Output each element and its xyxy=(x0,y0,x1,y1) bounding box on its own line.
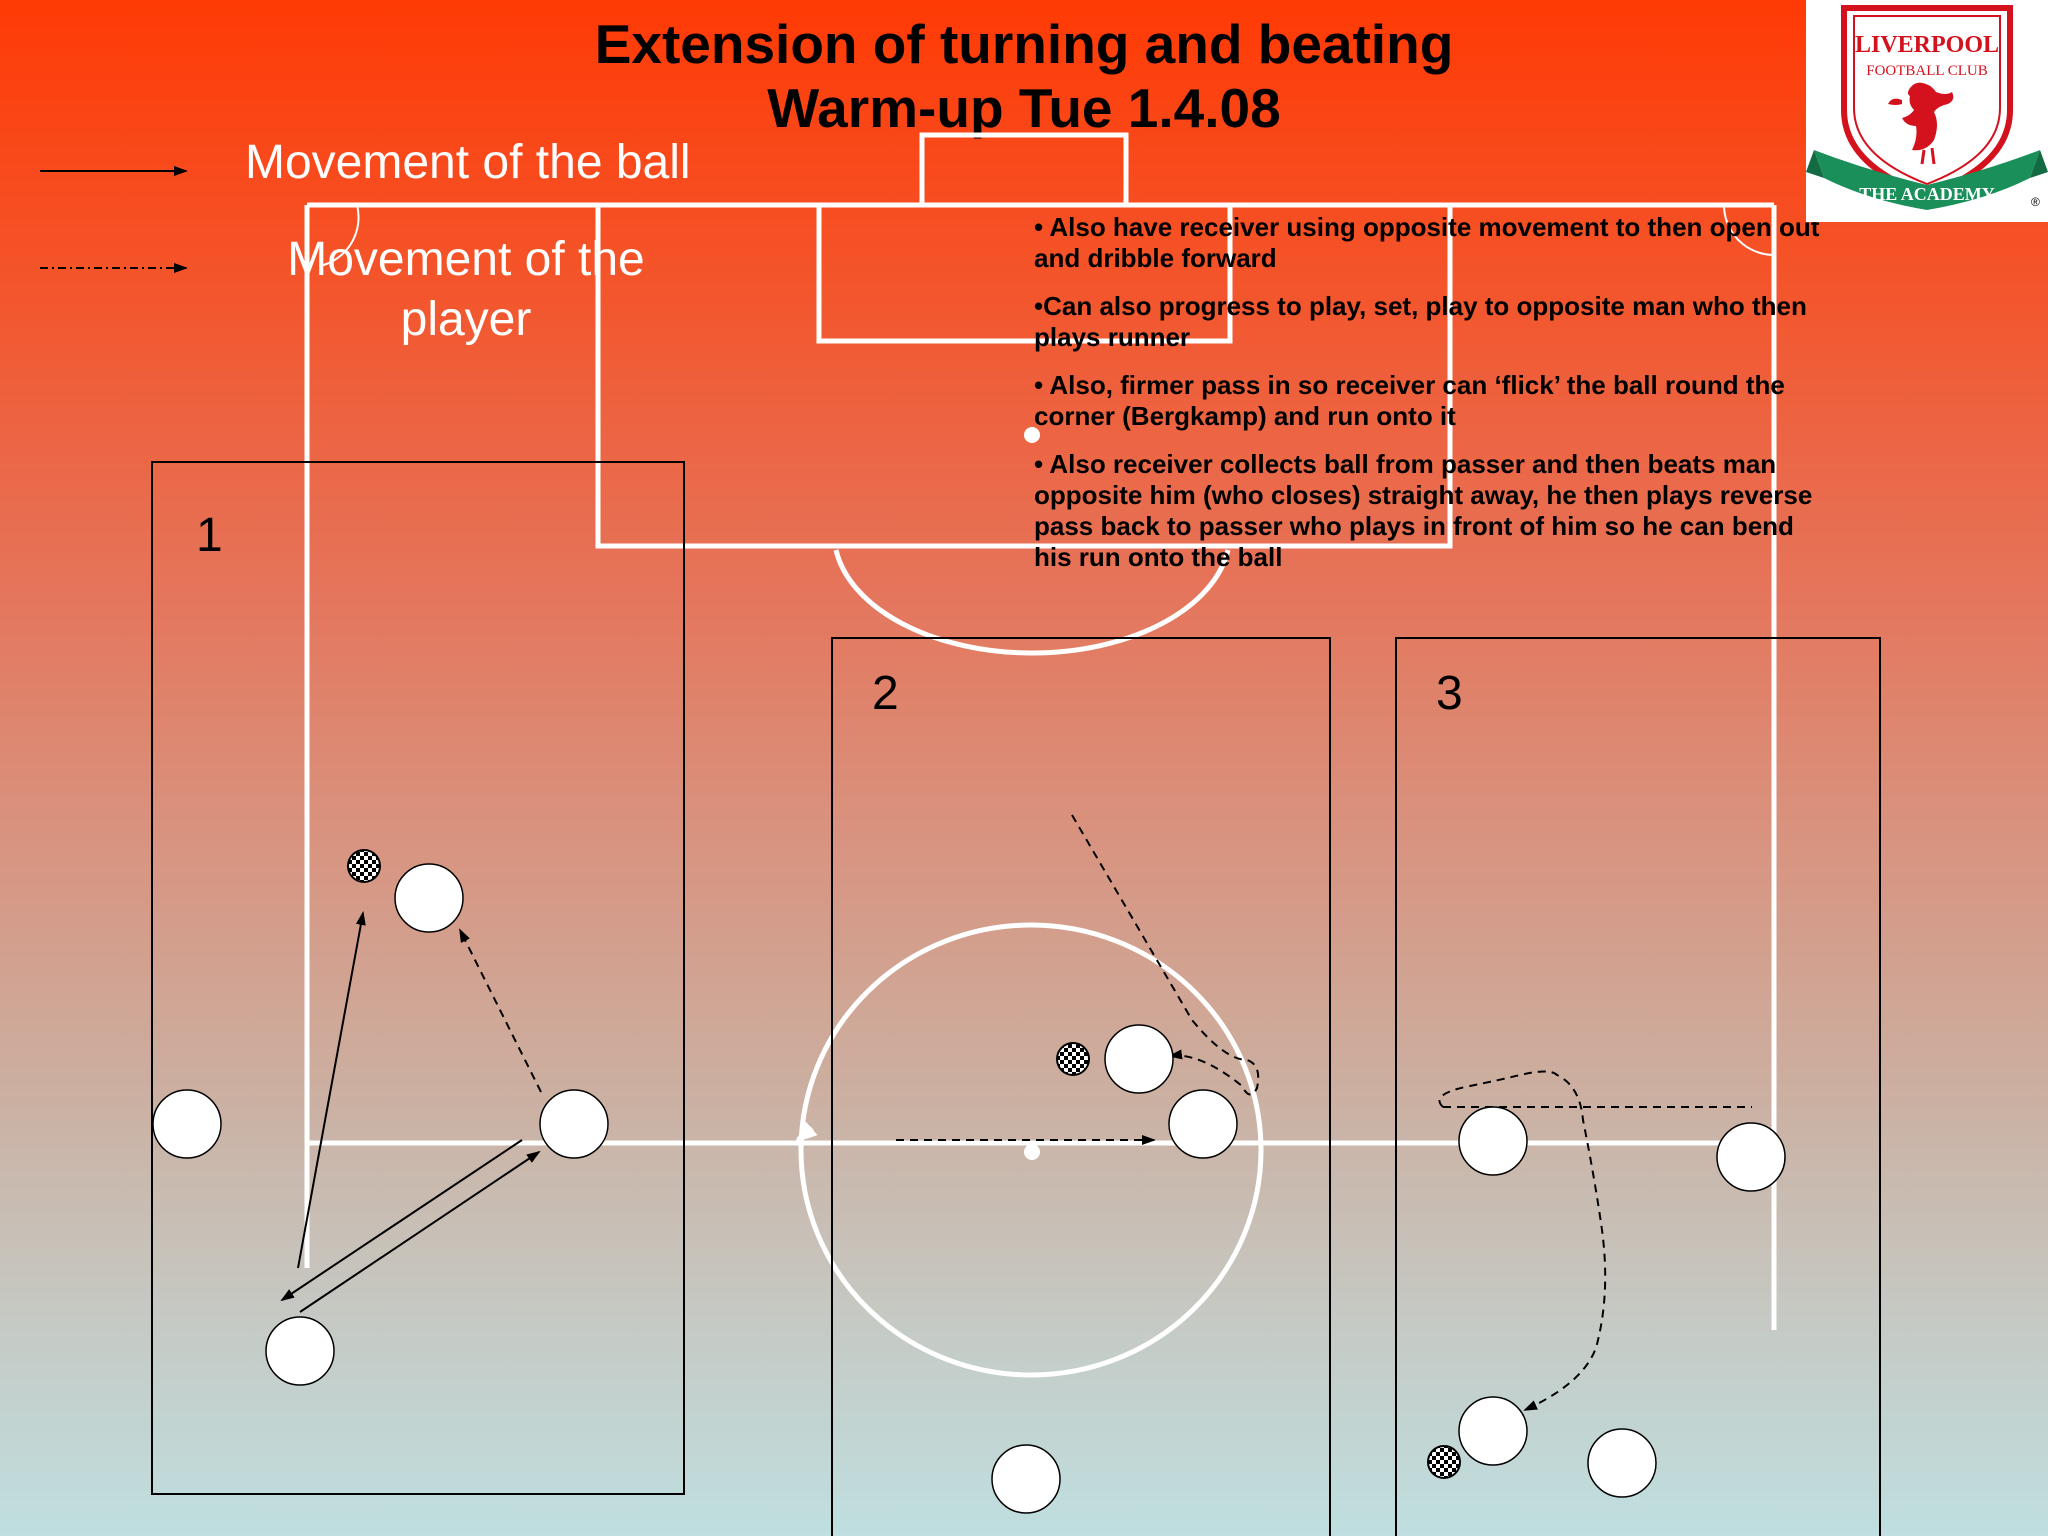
player-marker xyxy=(991,1444,1061,1514)
player-marker xyxy=(1168,1089,1238,1159)
player-marker xyxy=(539,1089,609,1159)
zone-1-box xyxy=(151,461,685,1495)
run-arrow xyxy=(459,928,542,1093)
ball-icon xyxy=(1427,1445,1461,1479)
player-marker xyxy=(1458,1396,1528,1466)
ball-icon xyxy=(347,849,381,883)
zone-3-box xyxy=(1395,637,1881,1536)
zones xyxy=(151,461,1881,1536)
run-arrow xyxy=(1071,814,1260,1096)
ball-icon xyxy=(1056,1042,1090,1076)
centre-circle xyxy=(798,922,1264,1378)
logo-club-sub: FOOTBALL CLUB xyxy=(1866,63,1988,79)
player-marker xyxy=(1458,1106,1528,1176)
legend-ball-movement: Movement of the ball xyxy=(245,136,691,189)
penalty-arc xyxy=(833,549,1231,656)
legend-player-movement-line-2: player xyxy=(400,293,532,346)
goal xyxy=(919,132,1129,208)
title-line-1: Extension of turning and beating xyxy=(594,13,1454,75)
penalty-spot xyxy=(1024,427,1040,443)
penalty-area xyxy=(595,205,1453,549)
centre-spot xyxy=(1024,1144,1040,1160)
players xyxy=(152,863,1786,1514)
zone-3-label: 3 xyxy=(1436,667,1463,720)
player-marker xyxy=(1587,1428,1657,1498)
note-item: • Also have receiver using opposite move… xyxy=(1034,212,1820,273)
zone-3-movements xyxy=(1438,1070,1752,1411)
coaching-notes: • Also have receiver using opposite move… xyxy=(1034,212,1824,590)
zone-1-label: 1 xyxy=(196,509,223,562)
note-item: •Can also progress to play, set, play to… xyxy=(1034,291,1807,352)
liverbird-crest-icon: LIVERPOOL FOOTBALL CLUB THE ACADEMY ® xyxy=(1806,5,2048,210)
run-arrow xyxy=(1438,1070,1607,1411)
pass-arrow xyxy=(299,1150,541,1313)
player-marker xyxy=(1104,1024,1174,1094)
liverpool-academy-logo: LIVERPOOL FOOTBALL CLUB THE ACADEMY ® xyxy=(1806,0,2048,222)
note-item: • Also receiver collects ball from passe… xyxy=(1034,449,1813,572)
player-marker xyxy=(265,1316,335,1386)
player-marker xyxy=(394,863,464,933)
zone-2-movements xyxy=(896,814,1260,1145)
logo-banner: THE ACADEMY xyxy=(1859,184,1995,204)
zone-1-movements xyxy=(280,911,542,1313)
legend-player-movement-line-1: Movement of the xyxy=(287,233,645,286)
zone-2-box xyxy=(831,637,1331,1536)
logo-registered: ® xyxy=(2031,195,2040,209)
title-line-2: Warm-up Tue 1.4.08 xyxy=(767,77,1281,139)
note-item: • Also, firmer pass in so receiver can ‘… xyxy=(1034,370,1785,431)
six-yard-box xyxy=(816,205,1233,344)
corner-arc-left xyxy=(319,204,360,267)
player-marker xyxy=(1716,1122,1786,1192)
corner-arc-right xyxy=(1723,204,1775,256)
centre-circle-arrow xyxy=(794,1121,818,1143)
pass-arrow xyxy=(280,1139,523,1302)
pass-arrow xyxy=(297,911,366,1269)
player-marker xyxy=(152,1089,222,1159)
zone-2-label: 2 xyxy=(872,667,899,720)
logo-club-name: LIVERPOOL xyxy=(1855,32,1999,58)
balls xyxy=(347,849,1461,1479)
